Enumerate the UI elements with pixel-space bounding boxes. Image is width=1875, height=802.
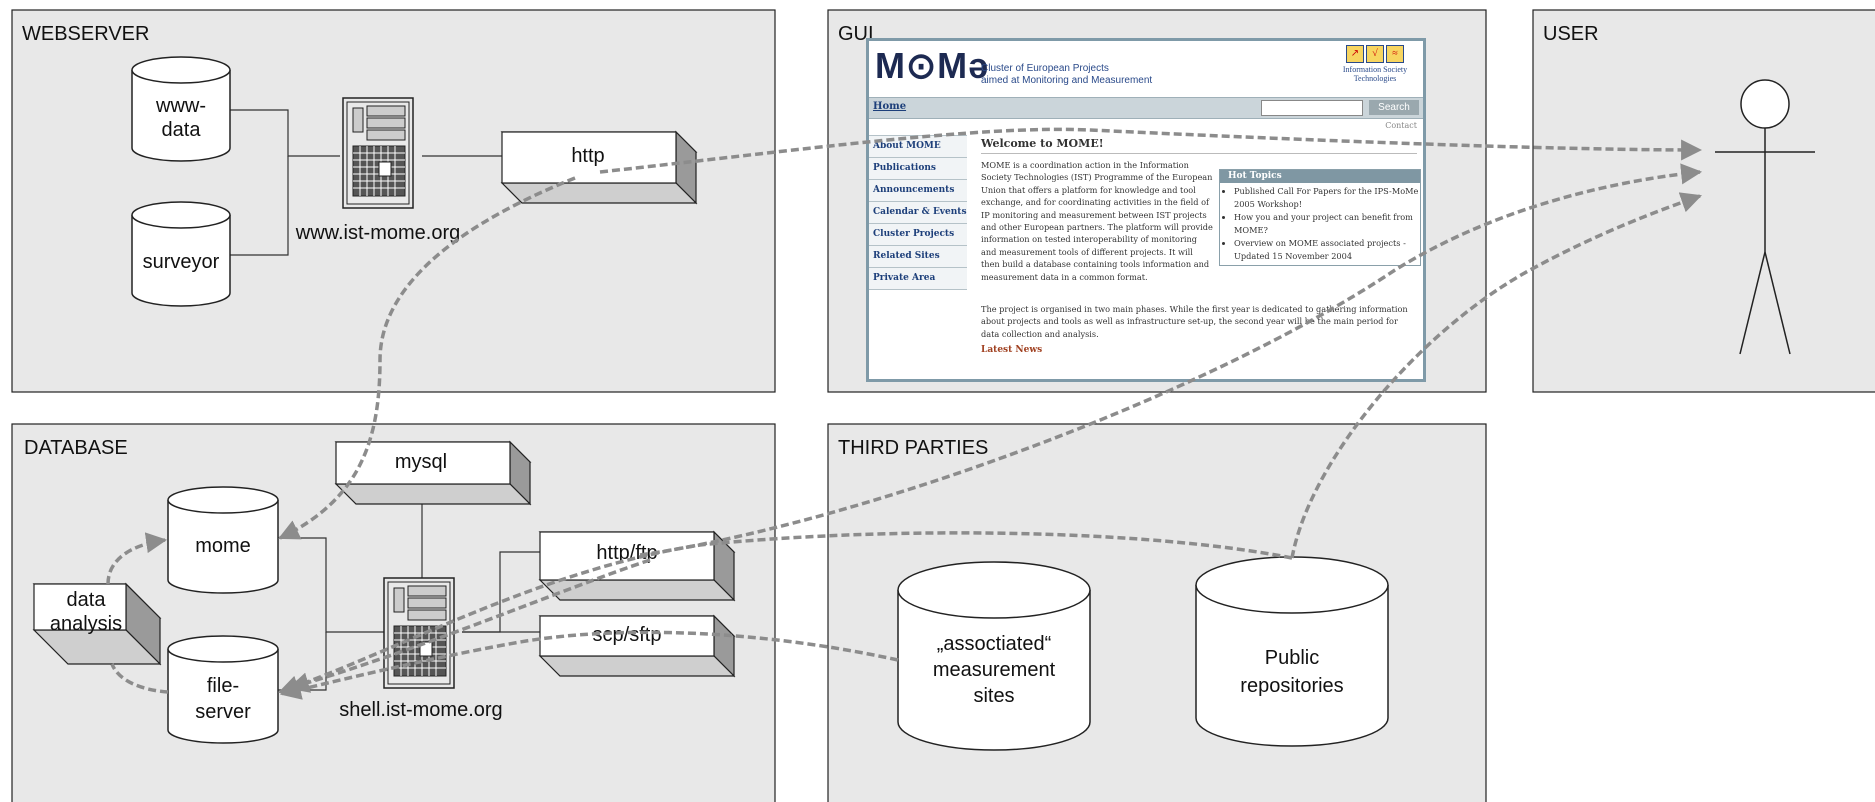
site-menu-item[interactable]: About MOME <box>869 136 967 158</box>
site-search-button[interactable]: Search <box>1369 100 1419 115</box>
mome-label: mome <box>195 535 251 557</box>
site-menu: About MOME Publications Announcements Ca… <box>869 135 967 290</box>
hot-topic-item[interactable]: Overview on MOME associated projects - U… <box>1234 237 1420 263</box>
shell-host-label: shell.ist-mome.org <box>339 699 502 721</box>
public-repositories-database: Public repositories <box>1195 556 1389 747</box>
www-server-icon <box>342 97 414 209</box>
file-server-database: file- server <box>167 635 279 744</box>
data-analysis-label-line2: analysis <box>50 613 122 635</box>
public-repos-label-line2: repositories <box>1240 675 1343 697</box>
site-menu-item[interactable]: Private Area <box>869 268 967 290</box>
hot-topic-item[interactable]: Published Call For Papers for the IPS-Mo… <box>1234 185 1420 211</box>
associated-sites-label-line2: measurement <box>933 659 1056 681</box>
scp-sftp-label: scp/sftp <box>593 624 662 646</box>
site-menu-item[interactable]: Announcements <box>869 180 967 202</box>
site-contact-link[interactable]: Contact <box>1385 121 1417 130</box>
zone-gui-label: GUI <box>838 23 874 45</box>
surveyor-label: surveyor <box>143 251 220 273</box>
user-actor-icon <box>1715 79 1815 355</box>
associated-sites-database: „assoctiated“ measurement sites <box>897 561 1091 751</box>
public-repos-label-line1: Public <box>1265 647 1319 669</box>
mome-website-screenshot: M⊙Mə Cluster of European Projects aimed … <box>866 38 1426 382</box>
www-data-database: www- data <box>131 56 231 162</box>
scp-sftp-service-box: scp/sftp <box>538 614 736 678</box>
file-server-label-line1: file- <box>207 675 239 697</box>
zone-user <box>1532 9 1875 393</box>
zone-webserver-label: WEBSERVER <box>22 23 149 45</box>
site-menu-item[interactable]: Related Sites <box>869 246 967 268</box>
mome-tagline: Cluster of European Projects aimed at Mo… <box>981 63 1152 87</box>
surveyor-database: surveyor <box>131 201 231 307</box>
http-label: http <box>571 145 604 167</box>
mysql-service-box: mysql <box>334 440 532 506</box>
data-analysis-box: data analysis <box>32 582 162 666</box>
site-menu-item[interactable]: Calendar & Events <box>869 202 967 224</box>
zone-third-parties-label: THIRD PARTIES <box>838 437 988 459</box>
site-search-input[interactable] <box>1261 100 1363 116</box>
ist-icon-2: √ <box>1366 45 1384 63</box>
ist-logo: ↗√≈ Information Society Technologies <box>1335 45 1415 85</box>
www-host-label: www.ist-mome.org <box>295 222 460 244</box>
site-home-link[interactable]: Home <box>873 101 907 112</box>
ist-icon-1: ↗ <box>1346 45 1364 63</box>
hot-topics-title: Hot Topics <box>1220 170 1420 183</box>
http-service-box: http <box>500 130 698 205</box>
site-divider <box>981 153 1417 154</box>
associated-sites-label-line1: „assoctiated“ <box>937 633 1052 655</box>
ist-icon-3: ≈ <box>1386 45 1404 63</box>
http-ftp-service-box: http/ftp <box>538 530 736 602</box>
associated-sites-label-line3: sites <box>973 685 1014 707</box>
site-intro-text: MOME is a coordination action in the Inf… <box>981 160 1213 282</box>
site-latest-news[interactable]: Latest News <box>981 345 1043 355</box>
hot-topic-item[interactable]: How you and your project can benefit fro… <box>1234 211 1420 237</box>
site-welcome-heading: Welcome to MOME! <box>981 137 1104 150</box>
tagline-line1: Cluster of European Projects <box>981 63 1109 74</box>
zone-database-label: DATABASE <box>24 437 128 459</box>
site-menu-item[interactable]: Publications <box>869 158 967 180</box>
site-hot-topics: Hot Topics Published Call For Papers for… <box>1219 169 1421 266</box>
site-phases-text: The project is organised in two main pha… <box>981 304 1408 339</box>
mysql-label: mysql <box>395 451 447 473</box>
tagline-line2: aimed at Monitoring and Measurement <box>981 75 1153 86</box>
mome-database: mome <box>167 486 279 594</box>
file-server-label-line2: server <box>195 701 251 723</box>
www-data-label-line1: www- <box>155 95 206 117</box>
data-analysis-label-line1: data <box>67 589 107 611</box>
mome-logo: M⊙Mə <box>875 45 990 86</box>
site-navbar: Home Search <box>869 97 1423 119</box>
www-data-label-line2: data <box>162 119 202 141</box>
http-ftp-label: http/ftp <box>596 542 657 564</box>
ist-label: Information Society Technologies <box>1342 65 1408 83</box>
site-menu-item[interactable]: Cluster Projects <box>869 224 967 246</box>
shell-server-icon <box>383 577 455 689</box>
zone-user-label: USER <box>1543 23 1599 45</box>
